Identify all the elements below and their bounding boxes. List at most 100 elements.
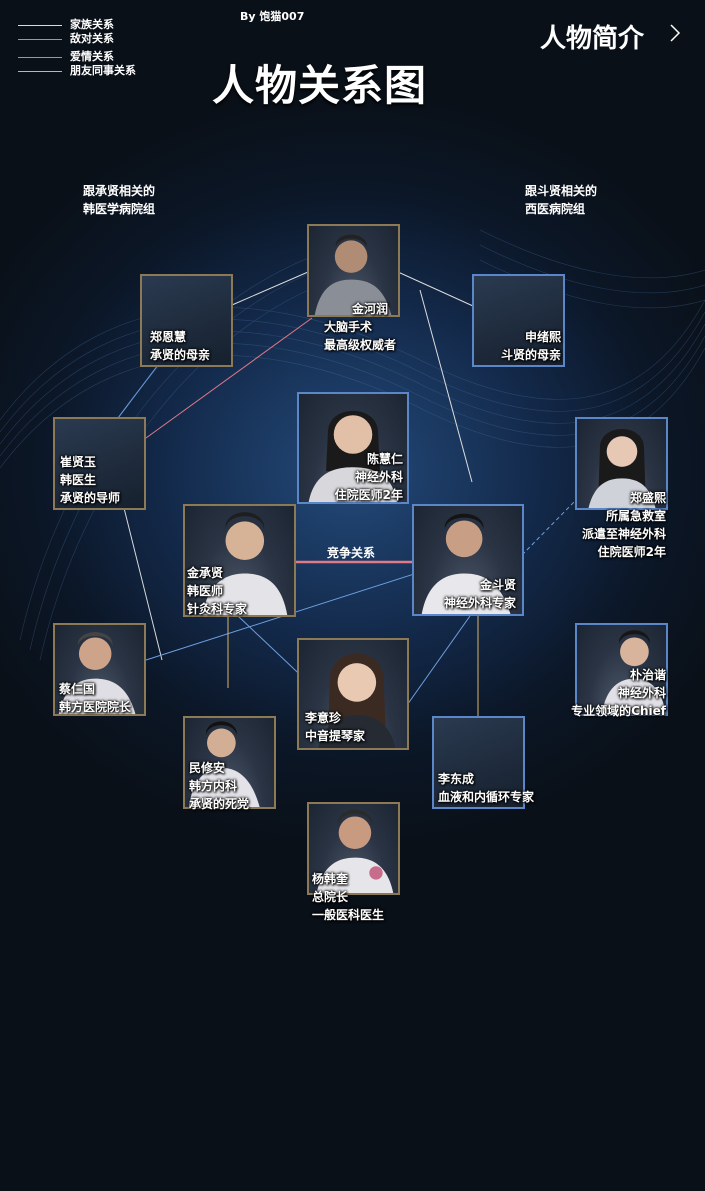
legend-label-love: 爱情关系 (70, 50, 114, 63)
line-kim-ha-yoon-kim-doo-hyun (419, 289, 473, 483)
desc-yang-han-kyu-1: 总院长 (312, 890, 349, 904)
portrait-chen-hye-ren (299, 394, 407, 502)
legend-swatch-love (18, 57, 62, 58)
card-chae-in-guk[interactable] (53, 623, 146, 716)
line-kim-ha-yoon-jung-eun-hye (231, 271, 309, 306)
card-lee-dong-sung[interactable] (432, 716, 525, 809)
desc-park-chi-geun-2: 专业领域的Chief (571, 704, 666, 718)
legend-swatch-family (18, 25, 62, 26)
card-shin-seo-hee[interactable] (472, 274, 565, 367)
portrait-yang-han-kyu (309, 804, 398, 893)
name-chen-hye-ren: 陈慧仁 (366, 452, 403, 466)
desc-kim-seung-hyun-2: 针灸科专家 (187, 602, 248, 616)
card-kim-ha-yoon[interactable] (307, 224, 400, 317)
desc-lee-dong-sung-1: 血液和内循环专家 (438, 790, 535, 804)
name-min-soo-an: 民修安 (189, 761, 226, 775)
portrait-jung-sung-hee (577, 419, 666, 508)
portrait-chae-in-guk (55, 625, 144, 714)
portrait-min-soo-an (185, 718, 274, 807)
line-jung-eun-hye-choi-hyun-ok (117, 364, 159, 419)
portrait-placeholder-jung-eun-hye (142, 276, 231, 365)
desc-jung-sung-hee-2: 派遣至神经外科 (581, 527, 666, 541)
line-choi-hyun-ok-chae-in-guk (123, 507, 163, 661)
label-jung-eun-hye: 郑恩慧 承贤的母亲 (150, 328, 210, 364)
desc-kim-ha-yoon-2: 最高级权威者 (324, 338, 397, 352)
legend-swatch-friend (18, 71, 62, 72)
desc-yang-han-kyu-2: 一般医科医生 (312, 908, 385, 922)
desc-min-soo-an-1: 韩方内科 (189, 779, 238, 793)
desc-choi-hyun-ok-2: 承贤的导师 (60, 491, 121, 505)
label-min-soo-an: 民修安 韩方内科 承贤的死党 (189, 759, 249, 813)
line-kim-doo-hyun-jung-sung-hee (521, 499, 577, 556)
card-choi-hyun-ok[interactable] (53, 417, 146, 510)
label-lee-eui-jin: 李意珍 中音提琴家 (305, 709, 365, 745)
label-chen-hye-ren: 陈慧仁 神经外科 住院医师2年 (323, 450, 403, 504)
portrait-placeholder-shin-seo-hee (474, 276, 563, 365)
person-silhouette-icon (202, 512, 288, 615)
person-silhouette-icon (58, 632, 136, 714)
portrait-placeholder-choi-hyun-ok (55, 419, 144, 508)
name-kim-seung-hyun: 金承贤 (187, 566, 224, 580)
name-park-chi-geun: 朴治谐 (629, 668, 666, 682)
card-jung-eun-hye[interactable] (140, 274, 233, 367)
name-shin-seo-hee: 申绪熙 (524, 330, 561, 344)
compete-label: 竞争关系 (327, 546, 376, 560)
byline: By 饱猫007 (240, 10, 305, 23)
label-park-chi-geun: 朴治谐 神经外科 专业领域的Chief (562, 666, 666, 720)
label-kim-ha-yoon: 金河润 大脑手术 最高级权威者 (324, 300, 434, 354)
portrait-kim-doo-hyun (414, 506, 522, 614)
desc-jung-eun-hye-1: 承贤的母亲 (150, 348, 211, 362)
desc-min-soo-an-2: 承贤的死党 (189, 797, 250, 811)
card-lee-eui-jin[interactable] (297, 638, 409, 750)
group-right-line-2: 西医病院组 (525, 202, 586, 216)
name-kim-doo-hyun: 金斗贤 (479, 578, 516, 592)
person-silhouette-icon (601, 630, 666, 714)
name-jung-sung-hee: 郑盛熙 (629, 491, 666, 505)
group-left-line-1: 跟承贤相关的 (83, 184, 156, 198)
legend-label-friend: 朋友同事关系 (70, 64, 136, 77)
page-title: 人物关系图 (212, 61, 428, 110)
person-silhouette-icon (588, 429, 656, 508)
label-kim-seung-hyun: 金承贤 韩医师 针灸科专家 (187, 564, 247, 618)
desc-chen-hye-ren-1: 神经外科 (354, 470, 403, 484)
person-silhouette-icon (316, 809, 394, 893)
portrait-lee-eui-jin (299, 640, 407, 748)
name-lee-eui-jin: 李意珍 (305, 711, 342, 725)
desc-jung-sung-hee-3: 住院医师2年 (597, 545, 666, 559)
desc-kim-ha-yoon-1: 大脑手术 (324, 320, 373, 334)
desc-park-chi-geun-1: 神经外科 (617, 686, 666, 700)
portrait-kim-ha-yoon (309, 226, 398, 315)
card-min-soo-an[interactable] (183, 716, 276, 809)
character-intro-link[interactable]: 人物简介 (540, 18, 681, 55)
name-choi-hyun-ok: 崔贤玉 (60, 455, 97, 469)
card-kim-seung-hyun[interactable] (183, 504, 296, 617)
group-left-line-2: 韩医学病院组 (83, 202, 156, 216)
legend-label-hostile: 敌对关系 (70, 32, 114, 45)
label-lee-dong-sung: 李东成 血液和内循环专家 (438, 770, 534, 806)
card-chen-hye-ren[interactable] (297, 392, 409, 504)
desc-kim-doo-hyun-1: 神经外科专家 (443, 596, 516, 610)
group-right-line-1: 跟斗贤相关的 (525, 184, 598, 198)
group-label-right: 跟斗贤相关的 西医病院组 (525, 182, 597, 218)
name-kim-ha-yoon: 金河润 (352, 302, 389, 316)
person-silhouette-icon (188, 721, 260, 807)
name-yang-han-kyu: 杨韩奎 (312, 872, 349, 886)
line-kim-ha-yoon-choi-hyun-ok (145, 317, 313, 439)
desc-chae-in-guk-1: 韩方医院院长 (59, 700, 132, 714)
card-park-chi-geun[interactable] (575, 623, 668, 716)
card-jung-sung-hee[interactable] (575, 417, 668, 510)
person-silhouette-icon (421, 513, 511, 614)
name-lee-dong-sung: 李东成 (438, 772, 475, 786)
legend-swatch-hostile (18, 39, 62, 40)
card-kim-doo-hyun[interactable] (412, 504, 524, 616)
line-kim-ha-yoon-shin-seo-hee (397, 271, 474, 307)
person-silhouette-icon (318, 653, 396, 748)
portrait-placeholder-lee-dong-sung (434, 718, 523, 807)
chevron-right-icon (670, 24, 681, 42)
portrait-park-chi-geun (577, 625, 666, 714)
card-yang-han-kyu[interactable] (307, 802, 400, 895)
character-intro-label: 人物简介 (540, 24, 645, 54)
desc-chen-hye-ren-2: 住院医师2年 (334, 488, 403, 502)
person-silhouette-icon (308, 410, 398, 502)
